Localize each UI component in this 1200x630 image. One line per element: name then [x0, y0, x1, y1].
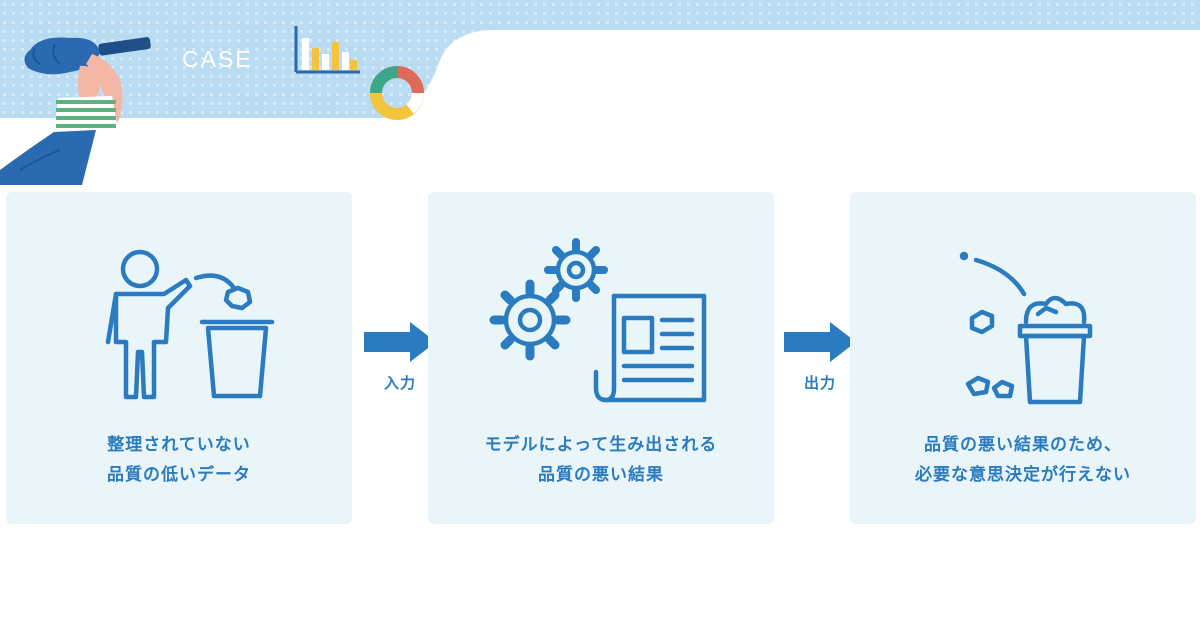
step-caption-line: モデルによって生み出される: [484, 435, 718, 455]
person-trash-icon: [105, 249, 275, 400]
step-caption-line: 品質の低いデータ: [107, 465, 251, 485]
donut-chart-icon: [370, 66, 424, 120]
connector-label-output: 出力: [803, 374, 836, 392]
step-caption-line: 整理されていない: [107, 435, 251, 455]
connector-label-input: 入力: [383, 374, 416, 392]
overflowing-trash-icon: [959, 251, 1093, 405]
step-caption-2: モデルによって生み出される 品質の悪い結果: [428, 430, 774, 490]
step-caption-3: 品質の悪い結果のため、 必要な意思決定が行えない: [850, 430, 1196, 490]
bar-chart-icon: [294, 26, 360, 74]
step-caption-line: 品質の悪い結果のため、: [924, 435, 1122, 455]
step-caption-line: 品質の悪い結果: [538, 465, 664, 485]
step-card-3: 品質の悪い結果のため、 必要な意思決定が行えない: [850, 192, 1196, 524]
gears-document-icon: [489, 238, 707, 403]
arrow-right-icon: [364, 322, 436, 362]
banner-white-curve: [0, 30, 1200, 185]
step-card-1: 整理されていない 品質の低いデータ: [6, 192, 352, 524]
step-caption-1: 整理されていない 品質の低いデータ: [6, 430, 352, 490]
arrow-right-icon: [784, 322, 856, 362]
step-card-2: モデルによって生み出される 品質の悪い結果: [428, 192, 774, 524]
case-label: CASE: [182, 46, 253, 72]
step-caption-line: 必要な意思決定が行えない: [915, 465, 1131, 485]
person-telescope-illustration: [0, 37, 151, 185]
